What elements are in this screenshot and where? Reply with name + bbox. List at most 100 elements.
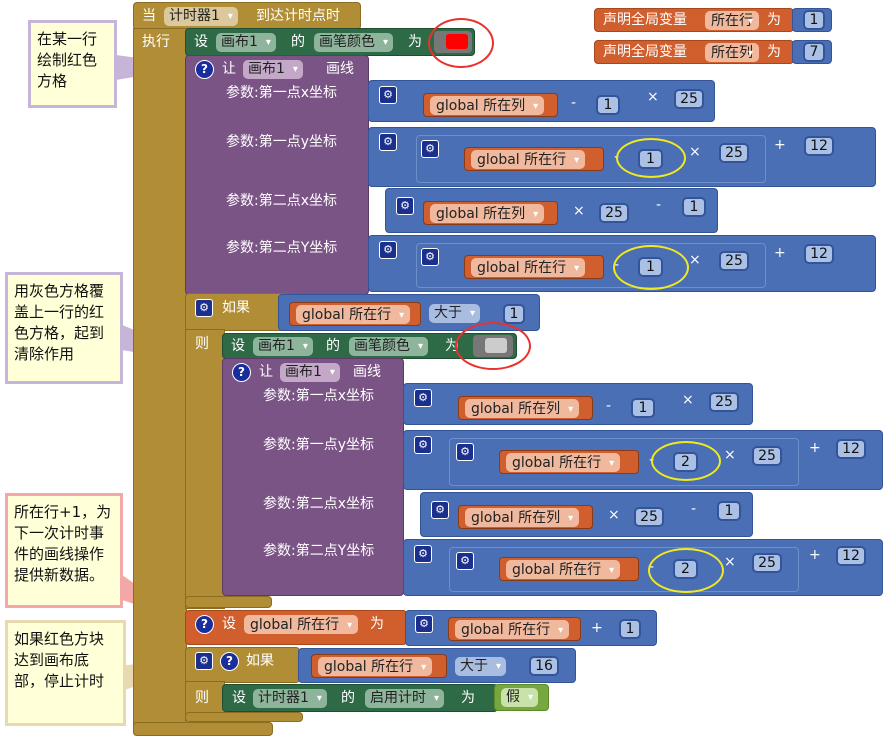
global-declaration-row[interactable]: 声明全局变量 所在行 为: [594, 8, 794, 32]
number-field[interactable]: 1: [503, 304, 525, 324]
number-field[interactable]: 16: [529, 656, 559, 676]
component-dropdown[interactable]: 计时器1: [253, 689, 327, 708]
math-y1[interactable]: ⚙ ⚙ global 所在行 - 2 × 25 + 12: [403, 430, 883, 490]
gear-icon[interactable]: ⚙: [379, 86, 397, 104]
variable-dropdown[interactable]: global 所在行: [471, 258, 586, 278]
number-block[interactable]: 1: [792, 8, 832, 32]
number-field[interactable]: 1: [596, 95, 620, 115]
boolean-dropdown[interactable]: 假: [501, 688, 538, 707]
number-field[interactable]: 25: [719, 251, 749, 271]
number-field[interactable]: 12: [836, 439, 866, 459]
draw-line-body[interactable]: ? 让 画布1 画线 参数:第一点x坐标 参数:第一点y坐标 参数:第二点x坐标…: [222, 358, 404, 596]
variable-dropdown[interactable]: global 所在列: [430, 204, 545, 224]
help-icon[interactable]: ?: [220, 652, 239, 671]
number-field[interactable]: 25: [752, 446, 782, 466]
variable-dropdown[interactable]: global 所在行: [506, 453, 621, 473]
gear-icon[interactable]: ⚙: [431, 501, 449, 519]
number-field[interactable]: 1: [619, 619, 641, 639]
help-icon[interactable]: ?: [195, 60, 214, 79]
compare-dropdown[interactable]: 大于: [455, 657, 506, 676]
number-field[interactable]: 1: [682, 197, 706, 217]
gear-icon[interactable]: ⚙: [414, 545, 432, 563]
math-x1[interactable]: ⚙ global 所在列 - 1 × 25: [403, 383, 753, 425]
number-field[interactable]: 25: [719, 143, 749, 163]
comment-stop-timer[interactable]: 如果红色方块达到画布底部，停止计时: [5, 620, 126, 726]
draw-line-body[interactable]: ? 让 画布1 画线 参数:第一点x坐标 参数:第一点y坐标 参数:第二点x坐标…: [185, 55, 369, 295]
get-variable-block[interactable]: global 所在行: [448, 617, 581, 641]
number-field[interactable]: 12: [804, 136, 834, 156]
number-field[interactable]: 25: [674, 89, 704, 109]
add-block[interactable]: ⚙ global 所在行 + 1: [405, 610, 657, 646]
comment-clear-gray[interactable]: 用灰色方格覆盖上一行的红色方格，起到清除作用: [5, 272, 123, 384]
component-dropdown[interactable]: 画布1: [243, 60, 303, 79]
number-field[interactable]: 12: [836, 546, 866, 566]
variable-dropdown[interactable]: global 所在行: [455, 620, 570, 640]
component-dropdown[interactable]: 画布1: [253, 337, 313, 356]
boolean-block[interactable]: 假: [494, 684, 549, 711]
number-field[interactable]: 25: [752, 553, 782, 573]
compare-block-2[interactable]: global 所在行 大于 16: [298, 648, 576, 683]
variable-name-field[interactable]: 所在行: [705, 11, 759, 31]
get-variable-block[interactable]: global 所在列: [423, 93, 558, 117]
variable-name-field[interactable]: 所在列: [705, 43, 759, 63]
gear-icon[interactable]: ⚙: [414, 389, 432, 407]
component-dropdown[interactable]: 画布1: [280, 363, 340, 382]
set-variable-block[interactable]: ? 设 global 所在行 为: [185, 610, 407, 645]
gear-icon[interactable]: ⚙: [414, 436, 432, 454]
get-variable-block[interactable]: global 所在行: [289, 302, 421, 326]
number-field[interactable]: 25: [634, 507, 664, 527]
variable-dropdown[interactable]: global 所在行: [506, 560, 621, 580]
timer-dropdown[interactable]: 计时器1: [164, 7, 238, 26]
help-icon[interactable]: ?: [195, 615, 214, 634]
compare-dropdown[interactable]: 大于: [429, 304, 480, 323]
number-field[interactable]: 1: [717, 501, 741, 521]
variable-dropdown[interactable]: global 所在行: [471, 150, 586, 170]
math-x1[interactable]: ⚙ global 所在列 - 1 × 25: [368, 80, 715, 122]
number-field[interactable]: 1: [803, 10, 825, 30]
get-variable-block[interactable]: global 所在行: [499, 450, 639, 474]
timer-event-header[interactable]: 当 计时器1 到达计时点时: [133, 2, 361, 30]
get-variable-block[interactable]: global 所在行: [464, 147, 604, 171]
variable-dropdown[interactable]: global 所在列: [465, 399, 580, 419]
property-dropdown[interactable]: 启用计时: [365, 689, 444, 708]
variable-dropdown[interactable]: global 所在行: [244, 615, 359, 635]
help-icon[interactable]: ?: [232, 363, 251, 382]
variable-dropdown[interactable]: global 所在列: [430, 96, 545, 116]
variable-dropdown[interactable]: global 所在行: [318, 657, 433, 677]
component-dropdown[interactable]: 画布1: [216, 33, 276, 52]
if-block-2[interactable]: ⚙ ? 如果: [185, 647, 300, 683]
number-block[interactable]: 7: [792, 40, 832, 64]
get-variable-block[interactable]: global 所在行: [464, 255, 604, 279]
number-field[interactable]: 25: [709, 392, 739, 412]
get-variable-block[interactable]: global 所在列: [423, 201, 558, 225]
number-field[interactable]: 12: [804, 244, 834, 264]
number-field[interactable]: 25: [599, 203, 629, 223]
gear-icon[interactable]: ⚙: [195, 299, 213, 317]
get-variable-block[interactable]: global 所在列: [458, 505, 593, 529]
math-y2[interactable]: ⚙ ⚙ global 所在行 - 1 × 25 + 12: [368, 235, 876, 292]
gear-icon[interactable]: ⚙: [195, 652, 213, 670]
gear-icon[interactable]: ⚙: [421, 248, 439, 266]
gear-icon[interactable]: ⚙: [456, 552, 474, 570]
gear-icon[interactable]: ⚙: [421, 140, 439, 158]
gear-icon[interactable]: ⚙: [456, 443, 474, 461]
if-block-1[interactable]: ⚙ 如果: [185, 293, 290, 331]
get-variable-block[interactable]: global 所在行: [499, 557, 639, 581]
variable-dropdown[interactable]: global 所在列: [465, 508, 580, 528]
property-dropdown[interactable]: 画笔颜色: [314, 33, 393, 52]
variable-dropdown[interactable]: global 所在行: [296, 305, 411, 325]
set-timer-enabled-block[interactable]: 设 计时器1 的 启用计时 为: [222, 684, 498, 712]
math-x2[interactable]: ⚙ global 所在列 × 25 - 1: [385, 188, 718, 233]
gear-icon[interactable]: ⚙: [379, 133, 397, 151]
comment-draw-red[interactable]: 在某一行绘制红色方格: [28, 20, 117, 108]
gear-icon[interactable]: ⚙: [396, 197, 414, 215]
gear-icon[interactable]: ⚙: [379, 241, 397, 259]
number-field[interactable]: 7: [803, 42, 825, 62]
global-declaration-col[interactable]: 声明全局变量 所在列 为: [594, 40, 794, 64]
math-y2[interactable]: ⚙ ⚙ global 所在行 - 2 × 25 + 12: [403, 539, 883, 596]
gear-icon[interactable]: ⚙: [415, 615, 433, 633]
number-field[interactable]: 1: [631, 398, 655, 418]
math-x2[interactable]: ⚙ global 所在列 × 25 - 1: [420, 492, 753, 537]
property-dropdown[interactable]: 画笔颜色: [349, 337, 428, 356]
get-variable-block[interactable]: global 所在列: [458, 396, 593, 420]
